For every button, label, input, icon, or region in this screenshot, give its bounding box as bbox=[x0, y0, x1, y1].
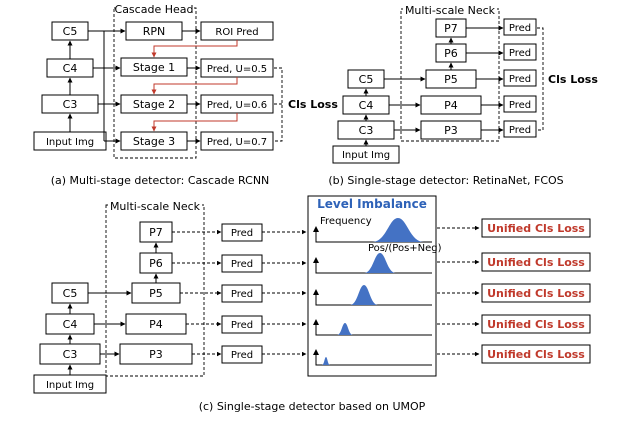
b-neck-label: Multi-scale Neck bbox=[405, 4, 496, 17]
distribution-p3 bbox=[322, 357, 330, 365]
c-pred-3-label: Pred bbox=[231, 350, 253, 361]
b-c4-label: C4 bbox=[359, 99, 374, 112]
b-p6-label: P6 bbox=[444, 47, 458, 60]
distribution-p4 bbox=[337, 323, 353, 335]
c-p4-label: P4 bbox=[149, 318, 163, 331]
c-pred-7 bbox=[221, 223, 263, 242]
level-imbalance-title: Level Imbalance bbox=[317, 197, 427, 211]
c-pred-5-label: Pred bbox=[231, 289, 253, 300]
distribution-p7 bbox=[372, 218, 424, 242]
b-pred-3 bbox=[503, 120, 537, 138]
pos-neg-axis-label: Pos/(Pos+Neg) bbox=[368, 243, 442, 254]
unified-loss-4-label: Unified Cls Loss bbox=[487, 318, 585, 331]
b-pred-7-label: Pred bbox=[509, 23, 531, 34]
c-pred-6 bbox=[221, 254, 263, 273]
c-pred-5 bbox=[221, 284, 263, 303]
b-pred-4 bbox=[503, 95, 537, 113]
c-pred-4-label: Pred bbox=[231, 320, 253, 331]
stage-2-label: Stage 2 bbox=[133, 98, 175, 111]
unified-loss-6 bbox=[481, 252, 591, 272]
cascade-head-label-bg bbox=[116, 2, 192, 15]
a-caption: (a) Multi-stage detector: Cascade RCNN bbox=[51, 174, 270, 187]
roi-pred-label: ROI Pred bbox=[215, 27, 258, 38]
b-p3-label: P3 bbox=[444, 124, 458, 137]
c-neck-region bbox=[105, 204, 205, 377]
pred-u06-label: Pred, U=0.6 bbox=[207, 100, 267, 111]
distribution-axis-arrow-p7 bbox=[313, 226, 319, 232]
b-pred-6-label: Pred bbox=[509, 48, 531, 59]
stage-3-label: Stage 3 bbox=[133, 135, 175, 148]
b-c3-label: C3 bbox=[359, 124, 374, 137]
c-c3-label: C3 bbox=[63, 348, 78, 361]
c-pred-7-label: Pred bbox=[231, 228, 253, 239]
unified-loss-6-label: Unified Cls Loss bbox=[487, 256, 585, 269]
distribution-axes-p5 bbox=[315, 291, 432, 306]
stage-1-label: Stage 1 bbox=[133, 61, 175, 74]
c-pred-3 bbox=[221, 345, 263, 364]
frequency-axis-label: Frequency bbox=[320, 216, 372, 227]
a-cls-loss-label: Cls Loss bbox=[288, 98, 338, 111]
distribution-axis-arrow-p6 bbox=[313, 257, 319, 263]
c-c5-label: C5 bbox=[63, 287, 78, 300]
cascade-head-label: Cascade Head bbox=[115, 3, 194, 16]
b-pred-7 bbox=[503, 18, 537, 36]
rpn-label: RPN bbox=[143, 25, 166, 38]
panel-c: Multi-scale Neck P7 P6 P5 P4 P3 C5 C4 C3… bbox=[33, 195, 591, 413]
distribution-p5 bbox=[350, 285, 378, 305]
b-caption: (b) Single-stage detector: RetinaNet, FC… bbox=[328, 174, 563, 187]
distribution-axis-arrow-p4 bbox=[313, 319, 319, 325]
unified-loss-7-label: Unified Cls Loss bbox=[487, 222, 585, 235]
b-p5-label: P5 bbox=[444, 73, 458, 86]
b-p4-label: P4 bbox=[444, 99, 458, 112]
b-p7-label: P7 bbox=[444, 22, 458, 35]
c-caption: (c) Single-stage detector based on UMOP bbox=[199, 400, 426, 413]
unified-loss-4 bbox=[481, 314, 591, 334]
b-cls-loss-label: Cls Loss bbox=[548, 73, 598, 86]
a-c5-label: C5 bbox=[63, 25, 78, 38]
panel-a: Cascade Head C5 C4 C3 Input Img RPN Stag… bbox=[33, 2, 338, 187]
pred-u07-block bbox=[200, 131, 274, 151]
a-input-label: Input Img bbox=[46, 137, 94, 148]
b-input-label: Input Img bbox=[342, 150, 390, 161]
c-input-label: Input Img bbox=[46, 380, 94, 391]
stage-1-block bbox=[120, 57, 188, 77]
c-p7-label: P7 bbox=[149, 226, 163, 239]
c-p6-label: P6 bbox=[149, 257, 163, 270]
c-c4-label: C4 bbox=[63, 318, 78, 331]
c-pred-6-label: Pred bbox=[231, 259, 253, 270]
c-neck-label: Multi-scale Neck bbox=[110, 200, 201, 213]
b-pred-5 bbox=[503, 69, 537, 87]
b-pred-6 bbox=[503, 43, 537, 61]
panel-b: Multi-scale Neck P7 P6 P5 P4 P3 C5 C4 C3… bbox=[328, 3, 598, 187]
unified-loss-3-label: Unified Cls Loss bbox=[487, 348, 585, 361]
unified-loss-3 bbox=[481, 344, 591, 364]
b-pred-3-label: Pred bbox=[509, 125, 531, 136]
distribution-axes-p3 bbox=[315, 351, 432, 366]
unified-loss-5 bbox=[481, 283, 591, 303]
unified-loss-7 bbox=[481, 218, 591, 238]
distribution-axis-arrow-p5 bbox=[313, 289, 319, 295]
level-distributions bbox=[313, 218, 432, 366]
c-pred-4 bbox=[221, 315, 263, 334]
distribution-axis-arrow-p3 bbox=[313, 349, 319, 355]
a-c3-label: C3 bbox=[63, 98, 78, 111]
b-c5-label: C5 bbox=[359, 73, 374, 86]
pred-u05-label: Pred, U=0.5 bbox=[207, 64, 267, 75]
level-imbalance-panel bbox=[307, 195, 437, 377]
distribution-p6 bbox=[364, 253, 396, 273]
b-pred-5-label: Pred bbox=[509, 74, 531, 85]
distribution-axes-p4 bbox=[315, 321, 432, 336]
unified-loss-5-label: Unified Cls Loss bbox=[487, 287, 585, 300]
pred-u07-label: Pred, U=0.7 bbox=[207, 137, 267, 148]
c-p3-label: P3 bbox=[149, 348, 163, 361]
b-pred-4-label: Pred bbox=[509, 100, 531, 111]
c-p5-label: P5 bbox=[149, 287, 163, 300]
a-c4-label: C4 bbox=[63, 62, 78, 75]
